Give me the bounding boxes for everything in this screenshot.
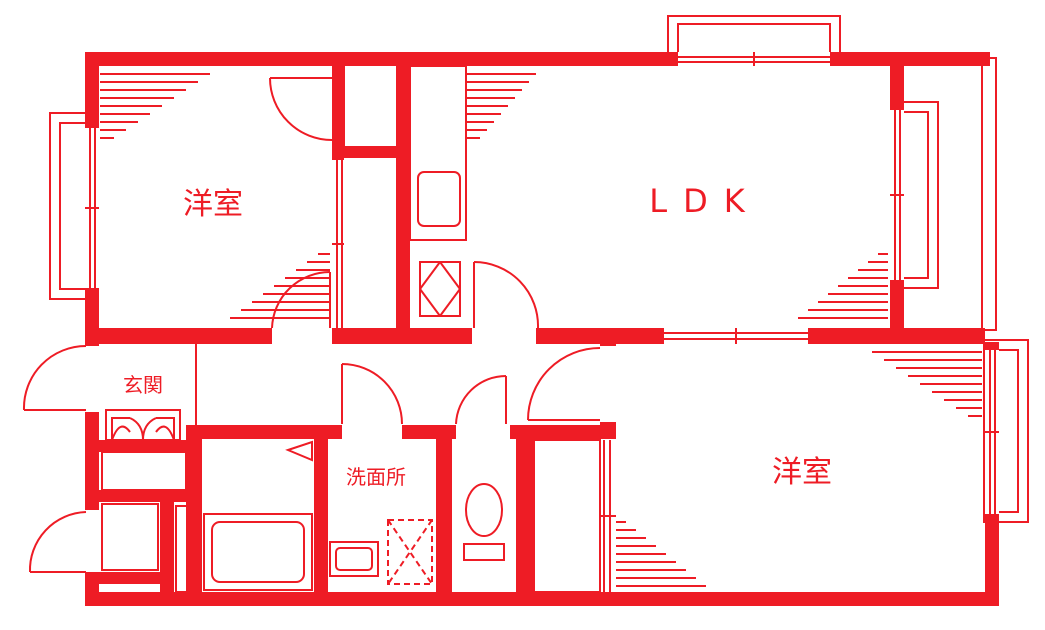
window-light-hatching: [100, 73, 982, 587]
openings: [85, 52, 999, 592]
room-label-western-2: 洋室: [772, 455, 832, 490]
room-label-washroom: 洗面所: [346, 465, 406, 489]
fixtures: [101, 65, 601, 593]
window-lines: [85, 52, 999, 592]
room-label-entrance: 玄関: [123, 373, 163, 397]
side-strip: [981, 57, 997, 331]
bay-window-right-upper: [897, 101, 939, 289]
room-label-western-1: 洋室: [183, 187, 243, 222]
room-label-ldk: LDK: [649, 182, 760, 220]
doors: [22, 77, 601, 573]
